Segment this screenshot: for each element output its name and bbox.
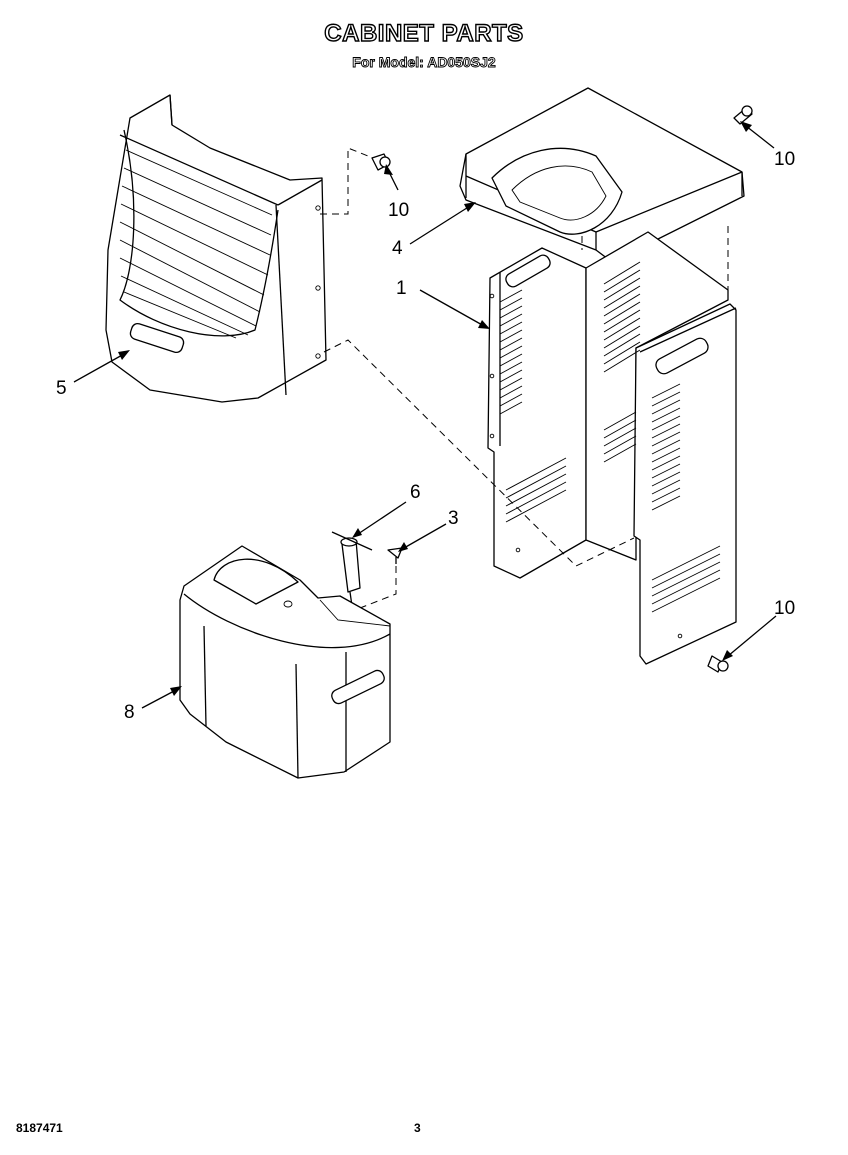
leader-arrows (73, 121, 777, 709)
callout-6: 6 (410, 482, 421, 503)
grille-louvers (119, 149, 273, 339)
callout-4: 4 (392, 238, 403, 259)
part-5-front-grille (105, 94, 379, 403)
part-10-screw-top-right (733, 105, 753, 125)
callout-8: 8 (124, 702, 135, 723)
callout-1: 1 (396, 278, 407, 299)
assembly-line-grille (323, 339, 635, 567)
page-number: 3 (414, 1121, 421, 1135)
callout-10-top-left: 10 (388, 200, 409, 221)
callout-3: 3 (448, 508, 459, 529)
callout-10-bottom-right: 10 (774, 598, 795, 619)
part-10-screw-bottom-right (707, 655, 729, 673)
part-3-screw (359, 547, 403, 609)
model-subtitle: For Model: AD050SJ2 (352, 54, 496, 71)
part-4-top-cover (459, 87, 745, 263)
part-8-water-bucket (179, 545, 391, 779)
part-6-float-pin (331, 531, 373, 607)
part-1-cabinet-shell (487, 231, 737, 665)
callout-10-top-right: 10 (774, 149, 795, 170)
page-title: CABINET PARTS (324, 19, 524, 47)
part-10-screw-top-left (371, 153, 391, 171)
callout-5: 5 (56, 378, 67, 399)
document-number: 8187471 (16, 1121, 63, 1135)
